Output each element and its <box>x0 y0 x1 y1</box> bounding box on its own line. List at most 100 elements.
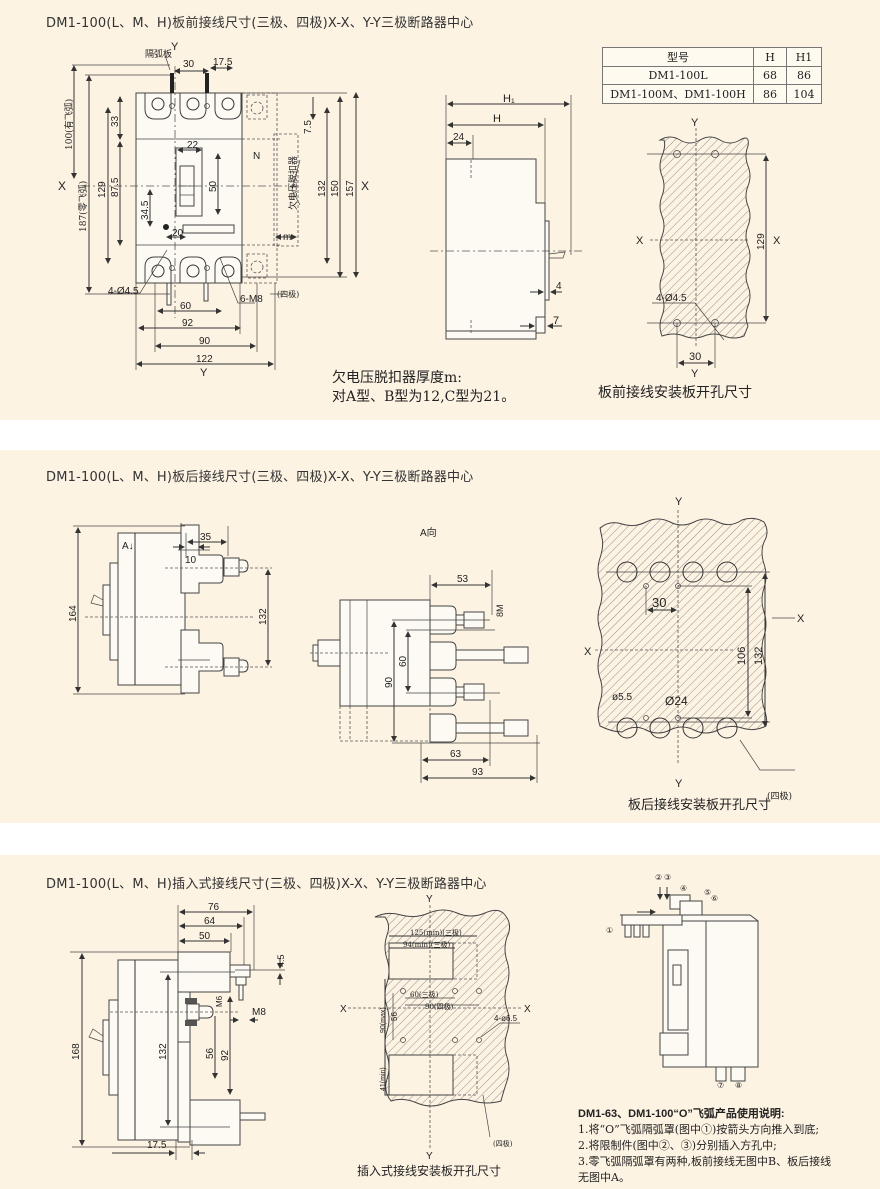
dim-8m: 8M <box>495 604 505 617</box>
cutout-dim-60: 60(三极) <box>410 990 439 999</box>
dim-7: 7 <box>553 315 559 327</box>
dim-76: 76 <box>208 902 220 913</box>
dim-30: 30 <box>183 59 195 70</box>
dim-34-5: 34.5 <box>140 200 151 220</box>
section-title: DM1-100(L、M、H)插入式接线尺寸(三极、四极)X-X、Y-Y三极断路器… <box>46 877 487 892</box>
dim-168: 168 <box>71 1043 82 1060</box>
rear-wiring-drawings: A↓ 35 10 164 132 A向 <box>68 496 805 802</box>
label-m: m <box>283 232 291 243</box>
mounting-plate <box>658 136 751 339</box>
cutout-x-left: X <box>636 235 644 247</box>
dim-100: 100(有飞弧) <box>63 99 75 150</box>
marker-8: ⑧ <box>735 1081 742 1090</box>
rear-cutout-drawing: Y Y X X 30 106 132 ø5.5 Ø24 (四极) <box>584 496 805 802</box>
label-a-arrow: A↓ <box>122 541 134 552</box>
dim-187: 187(零飞弧) <box>77 181 89 232</box>
dim-132: 132 <box>317 180 328 197</box>
label-holes: 4-Ø4.5 <box>108 286 139 297</box>
undervoltage-release-outline <box>273 133 299 247</box>
dim-87-5: 87.5 <box>110 177 121 197</box>
dim-93: 93 <box>472 767 484 778</box>
cutout-dim-129: 129 <box>756 233 767 250</box>
marker-3: ③ <box>664 873 671 882</box>
undervoltage-note-line2: 对A型、B型为12,C型为21。 <box>332 389 516 405</box>
cutout-dim-30: 30 <box>652 595 666 610</box>
side-view-drawing: H₁ H 24 4 7 <box>430 93 582 340</box>
dim-50: 50 <box>199 931 211 942</box>
cutout-dim-90max: 90(max) <box>380 1007 387 1033</box>
label-four-pole: (四极) <box>277 289 299 299</box>
front-cutout-caption: 板前接线安装板开孔尺寸 <box>598 385 752 401</box>
cutout-dim-132: 132 <box>753 647 765 665</box>
col-model: 型号 <box>602 47 754 67</box>
usage-line: 1.将“O”飞弧隔弧罩(图中①)按箭头方向推入到底; <box>578 1123 820 1136</box>
cutout-dim-30: 30 <box>689 351 701 363</box>
plug-in-wiring-panel: DM1-100(L、M、H)插入式接线尺寸(三极、四极)X-X、Y-Y三极断路器… <box>0 855 880 1189</box>
cutout-x-right: X <box>797 613 805 625</box>
dim-92: 92 <box>182 318 194 329</box>
cutout-y-top: Y <box>691 117 699 129</box>
dim-150: 150 <box>330 180 341 197</box>
dim-m8: M8 <box>252 1007 266 1018</box>
cutout-dim-24: Ø24 <box>665 694 688 708</box>
col-h: H <box>753 47 787 67</box>
label-screws: 6-M8 <box>240 294 263 305</box>
usage-line: 无图中A。 <box>578 1171 630 1184</box>
dim-17-5: 17.5 <box>147 1140 167 1151</box>
dim-63: 63 <box>450 749 462 760</box>
cell-model: DM1-100L <box>602 66 754 85</box>
label-a-view: A向 <box>420 526 437 539</box>
dim-17-5: 17.5 <box>213 57 233 68</box>
dim-7-5: 7.5 <box>303 120 314 134</box>
cutout-y-top: Y <box>426 894 433 905</box>
cutout-dim-125: 125(min)(三极) <box>410 928 462 937</box>
label-undervoltage: 欠电压脱扣器 <box>287 156 299 210</box>
cell-h1: 104 <box>786 84 822 104</box>
cutout-x-left: X <box>584 646 592 658</box>
label-y-bottom: Y <box>200 367 208 379</box>
dim-53: 53 <box>457 574 469 585</box>
dim-33: 33 <box>110 115 121 127</box>
cutout-dim-90: 90(四极) <box>425 1002 454 1011</box>
label-arc-plate: 隔弧板 <box>145 48 172 60</box>
cutout-y-bottom: Y <box>426 1151 433 1162</box>
plug-in-cutout-caption: 插入式接线安装板开孔尺寸 <box>357 1164 502 1178</box>
marker-2: ② <box>655 873 662 882</box>
section-title: DM1-100(L、M、H)板前接线尺寸(三极、四极)X-X、Y-Y三极断路器中… <box>46 16 474 31</box>
table-row: DM1-100L 68 86 <box>602 66 822 85</box>
col-h1: H1 <box>786 47 822 67</box>
usage-line: 3.零飞弧隔弧罩有两种,板前接线无图中B、板后接线 <box>578 1155 832 1168</box>
marker-7: ⑦ <box>717 1081 724 1090</box>
section-title: DM1-100(L、M、H)板后接线尺寸(三极、四极)X-X、Y-Y三极断路器中… <box>46 470 474 485</box>
front-view-drawing: 隔弧板 Y 30 17.5 X X N m 22 20 60 92 90 122… <box>58 41 781 380</box>
cutout-holes: 4-Ø4.5 <box>656 293 687 304</box>
dim-90: 90 <box>199 336 211 347</box>
usage-heading: DM1-63、DM1-100“O”飞弧产品使用说明: <box>578 1108 785 1120</box>
bottom-terminals <box>144 256 242 306</box>
dim-20: 20 <box>172 228 184 239</box>
dim-132: 132 <box>258 608 269 625</box>
plug-in-side-view: 76 64 50 4.5 M6 M8 168 132 56 92 17.5 <box>70 902 286 1160</box>
dim-50: 50 <box>208 180 219 192</box>
cutout-dim-56: 56 <box>390 1012 399 1021</box>
cutout-dim-106: 106 <box>736 647 748 665</box>
marker-5: ⑤ <box>704 888 711 897</box>
front-wiring-panel: DM1-100(L、M、H)板前接线尺寸(三极、四极)X-X、Y-Y三极断路器中… <box>0 0 880 420</box>
rear-wiring-panel: DM1-100(L、M、H)板后接线尺寸(三极、四极)X-X、Y-Y三极断路器中… <box>0 450 880 823</box>
rear-cutout-caption: 板后接线安装板开孔尺寸 <box>628 798 772 813</box>
dim-m6: M6 <box>215 995 224 1007</box>
label-x-right: X <box>361 179 369 193</box>
rear-side-view: A↓ 35 10 164 132 <box>68 523 272 695</box>
cutout-y-bottom: Y <box>691 368 699 380</box>
cutout-four-pole: (四极) <box>493 1139 513 1148</box>
cutout-four-pole: (四极) <box>767 790 792 802</box>
plug-in-drawings: 76 64 50 4.5 M6 M8 168 132 56 92 17.5 <box>70 873 759 1162</box>
cell-model: DM1-100M、DM1-100H <box>602 84 754 104</box>
undervoltage-note-line1: 欠电压脱扣器厚度m: <box>332 370 462 386</box>
cutout-dim-5-5: ø5.5 <box>612 692 632 703</box>
cutout-y-top: Y <box>675 496 683 508</box>
zero-arc-assembly-drawing: ② ③ ④ ⑤ ⑥ ① ⑦ ⑧ <box>606 873 759 1090</box>
dim-122: 122 <box>196 354 213 365</box>
dim-22: 22 <box>187 140 199 151</box>
dim-132: 132 <box>158 1043 169 1060</box>
